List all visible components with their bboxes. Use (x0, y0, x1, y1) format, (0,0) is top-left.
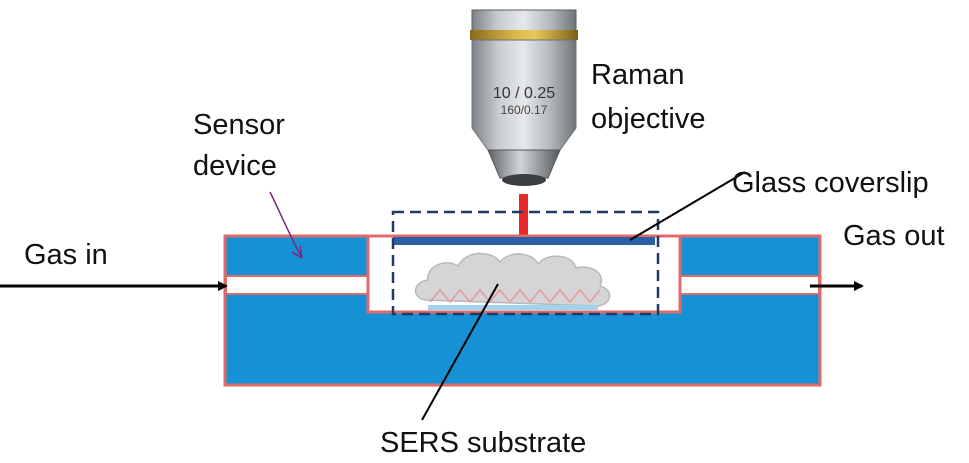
sers-substrate-leader (421, 283, 499, 421)
gas-out-label: Gas out (843, 220, 945, 252)
sensor-device-leader-head (291, 245, 303, 259)
dashed-focus-box (391, 210, 660, 316)
glass-coverslip (393, 237, 655, 245)
sensor-label-line1: Sensor (193, 109, 285, 141)
objective-engraving-line1: 10 / 0.25 (493, 85, 555, 102)
objective-gold-band (470, 30, 578, 40)
substrate-base (428, 305, 598, 310)
outlet-channel (679, 275, 820, 295)
substrate-pattern (429, 288, 601, 304)
raman-label-line2: objective (591, 103, 705, 135)
coverslip-leader (629, 171, 746, 241)
gas-in-label: Gas in (24, 239, 108, 271)
sers-substrate-label: SERS substrate (380, 427, 586, 459)
inlet-channel (225, 275, 369, 295)
objective-lens (502, 174, 546, 186)
objective-engraving-line2: 160/0.17 (501, 103, 548, 117)
sensor-device-leader (269, 191, 303, 259)
glass-coverslip-label: Glass coverslip (732, 167, 929, 199)
raman-label-line1: Raman (591, 59, 685, 91)
substrate-cloud (414, 252, 611, 307)
objective-top-knurl (471, 9, 577, 33)
objective-tip (487, 149, 561, 179)
sensor-label-line2: device (193, 150, 277, 182)
raman-objective: 10 / 0.25 160/0.17 (470, 9, 578, 186)
sers-substrate (414, 252, 611, 310)
